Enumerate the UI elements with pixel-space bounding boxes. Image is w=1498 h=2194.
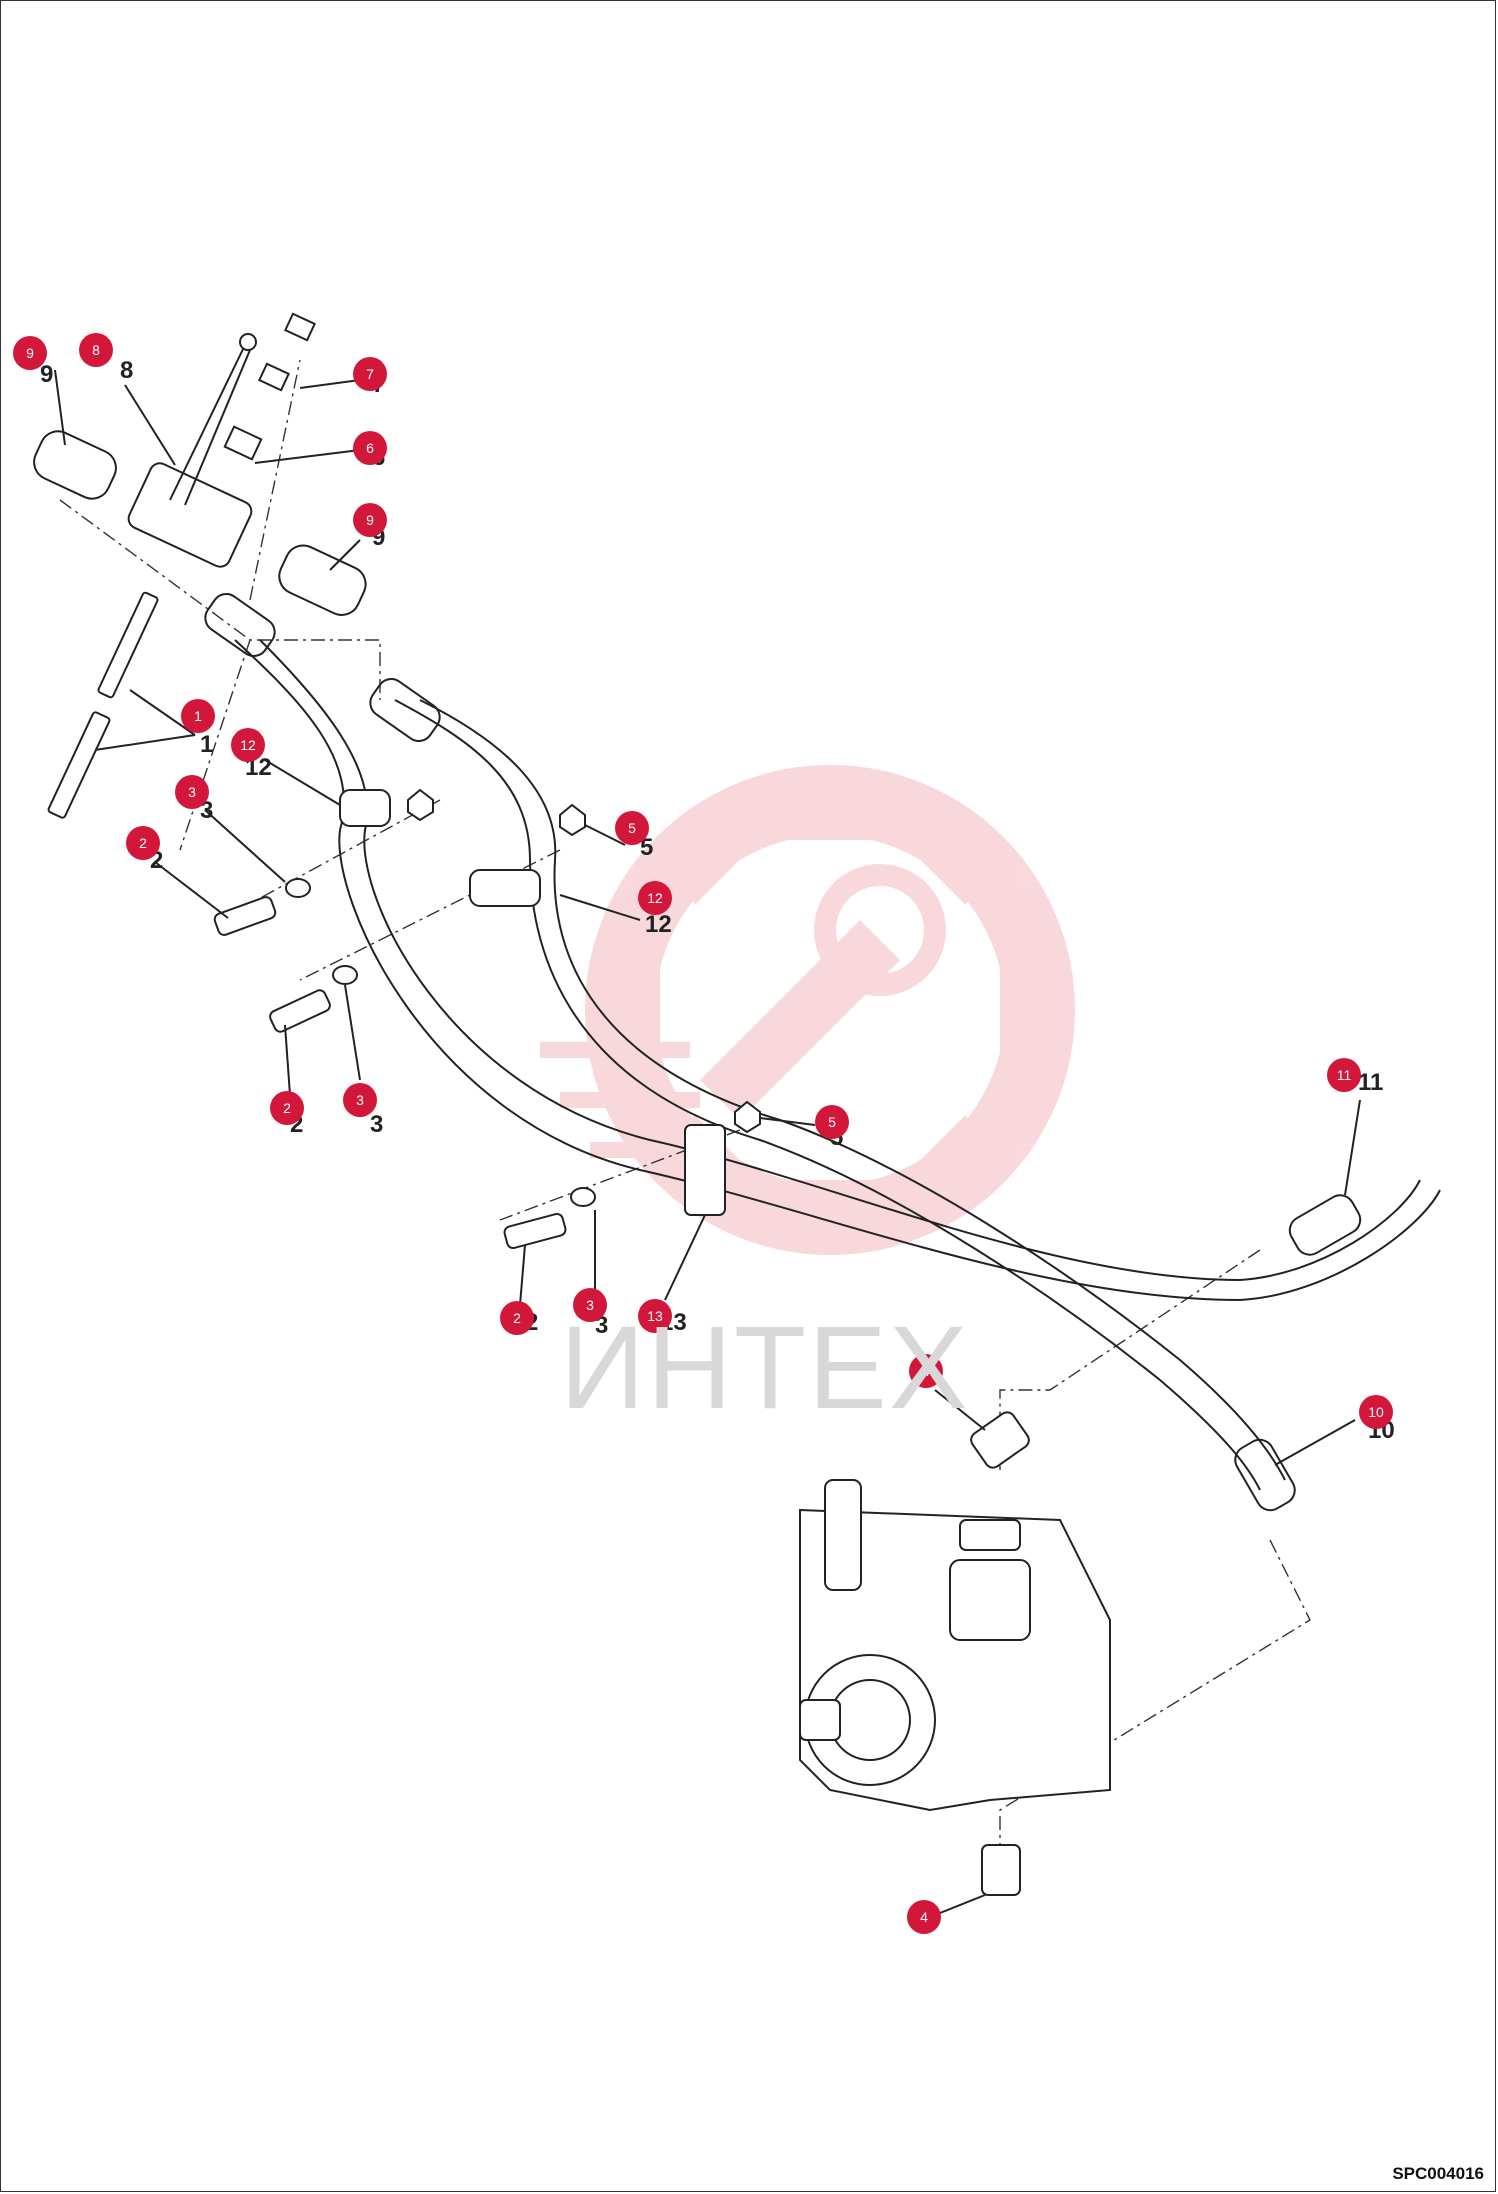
svg-text:9: 9 bbox=[40, 361, 53, 388]
callout-2-a[interactable]: 2 bbox=[126, 826, 160, 860]
svg-text:2: 2 bbox=[139, 835, 147, 851]
callout-1[interactable]: 1 bbox=[181, 699, 215, 733]
callout-11[interactable]: 11 bbox=[1327, 1058, 1361, 1092]
svg-text:3: 3 bbox=[356, 1092, 364, 1108]
svg-text:1: 1 bbox=[194, 708, 202, 724]
svg-text:9: 9 bbox=[26, 345, 34, 361]
svg-text:5: 5 bbox=[628, 820, 636, 836]
callout-leaders bbox=[54, 369, 1361, 1916]
svg-text:3: 3 bbox=[586, 1297, 594, 1313]
svg-text:7: 7 bbox=[366, 366, 374, 382]
svg-text:8: 8 bbox=[92, 342, 100, 358]
svg-text:10: 10 bbox=[1368, 1404, 1384, 1420]
svg-text:2: 2 bbox=[513, 1310, 521, 1326]
callout-5-b[interactable]: 5 bbox=[815, 1105, 849, 1139]
svg-text:8: 8 bbox=[120, 357, 133, 384]
hardware-parts bbox=[47, 591, 1030, 1896]
ball-valve-assembly bbox=[33, 312, 367, 616]
callout-3-a[interactable]: 3 bbox=[175, 775, 209, 809]
callout-6[interactable]: 6 bbox=[353, 431, 387, 465]
callout-12-left[interactable]: 12 bbox=[231, 728, 265, 762]
svg-text:12: 12 bbox=[240, 737, 256, 753]
svg-text:12: 12 bbox=[645, 911, 672, 938]
callout-9-mid[interactable]: 9 bbox=[353, 503, 387, 537]
hydraulic-pump bbox=[799, 1479, 1111, 1812]
svg-text:5: 5 bbox=[640, 834, 653, 861]
svg-text:11: 11 bbox=[1358, 1069, 1383, 1096]
callout-4-top[interactable]: 4 bbox=[909, 1354, 943, 1388]
svg-text:4: 4 bbox=[920, 1909, 928, 1925]
callout-7[interactable]: 7 bbox=[353, 357, 387, 391]
svg-text:2: 2 bbox=[283, 1100, 291, 1116]
svg-text:12: 12 bbox=[647, 890, 663, 906]
callout-13[interactable]: 13 bbox=[638, 1299, 672, 1333]
watermark-text: ИНТЕХ bbox=[560, 1302, 970, 1434]
svg-text:11: 11 bbox=[1337, 1067, 1352, 1083]
svg-text:1: 1 bbox=[200, 731, 213, 758]
svg-text:3: 3 bbox=[370, 1111, 383, 1138]
svg-text:5: 5 bbox=[828, 1114, 836, 1130]
svg-text:9: 9 bbox=[366, 512, 374, 528]
callout-3-c[interactable]: 3 bbox=[573, 1288, 607, 1322]
svg-text:6: 6 bbox=[366, 440, 374, 456]
callout-2-b[interactable]: 2 bbox=[270, 1091, 304, 1125]
callout-3-b[interactable]: 3 bbox=[343, 1083, 377, 1117]
svg-text:3: 3 bbox=[188, 784, 196, 800]
callout-9-top[interactable]: 9 bbox=[13, 336, 47, 370]
svg-text:13: 13 bbox=[647, 1308, 663, 1324]
callout-8[interactable]: 8 bbox=[79, 333, 113, 367]
callout-12-right[interactable]: 12 bbox=[638, 881, 672, 915]
svg-text:4: 4 bbox=[922, 1363, 930, 1379]
callout-4-bottom[interactable]: 4 bbox=[907, 1900, 941, 1934]
callout-10[interactable]: 10 bbox=[1359, 1395, 1393, 1429]
callout-2-c[interactable]: 2 bbox=[500, 1301, 534, 1335]
callout-5-a[interactable]: 5 bbox=[615, 811, 649, 845]
callout-markers: 9 8 7 6 9 1 12 3 2 5 12 2 3 5 11 2 3 13 … bbox=[13, 333, 1393, 1934]
drawing-code: SPC004016 bbox=[1392, 2164, 1484, 2183]
watermark-gear-logo bbox=[540, 765, 1075, 1255]
